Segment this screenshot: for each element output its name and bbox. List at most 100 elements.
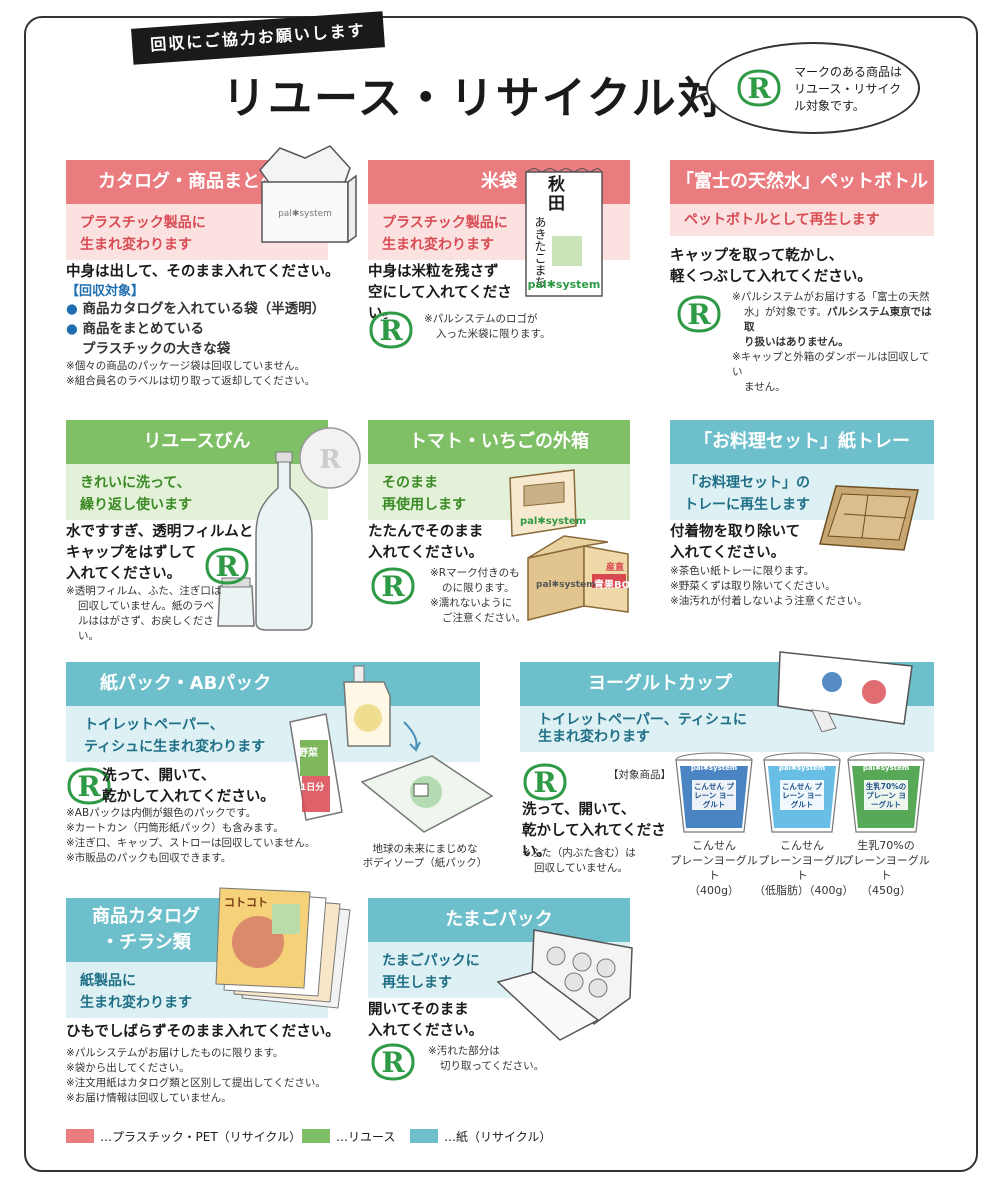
section-header-paper-pack: 紙パック・ABパック xyxy=(66,662,480,706)
instr-line: 乾かして入れてください。 xyxy=(522,823,666,860)
bullet-text: 商品カタログを入れている袋（半透明） xyxy=(82,301,326,317)
sub-line: たまごパックに xyxy=(382,953,480,969)
note-line: ※透明フィルム、ふた、注ぎ口は xyxy=(66,585,222,597)
product-name-line: プレーンヨーグルト xyxy=(670,854,758,882)
paper-pack-illustration xyxy=(286,662,496,838)
catalog-flyer-illustration xyxy=(214,884,354,1010)
target-block: 【回収対象】 ● 商品カタログを入れている袋（半透明） ● 商品をまとめている … xyxy=(66,284,366,389)
product-name-line: 生乳70%の xyxy=(857,839,915,852)
sub-line: 生まれ変わります xyxy=(538,729,650,745)
yogurt-product-name: こんせんプレーンヨーグルト（400g） xyxy=(666,838,762,898)
note-bold: り扱いはありません。 xyxy=(744,336,849,348)
product-name-line: （400g） xyxy=(689,884,739,897)
note-catalog-flyer: ※パルシステムがお届けしたものに限ります。 ※袋から出してください。 ※注文用紙… xyxy=(66,1046,366,1106)
r-mark-icon xyxy=(676,294,722,334)
instr-line: 軽くつぶして入れてください。 xyxy=(670,269,872,285)
paper-tray-illustration xyxy=(814,480,924,556)
egg-pack-illustration xyxy=(494,920,638,1044)
note-line: ※濡れないように xyxy=(430,597,513,609)
sub-line: きれいに洗って、 xyxy=(80,475,191,491)
r-mark-icon xyxy=(370,1042,416,1082)
note-line: ※組合員名のラベルは切り取って返却してください。 xyxy=(66,375,316,387)
sub-line: トイレットペーパー、 xyxy=(84,717,224,733)
sub-line: 再生します xyxy=(382,975,452,991)
yogurt-lid-illustration xyxy=(776,642,926,732)
note-line: ※パルシステムがお届けしたものに限ります。 xyxy=(66,1047,284,1059)
note-line: ※ABパックは内側が銀色のパックです。 xyxy=(66,807,257,819)
caption-line: ボディソープ（紙パック） xyxy=(362,857,488,869)
sub-line: 紙製品に xyxy=(80,973,136,989)
section-header-cooking-tray: 「お料理セット」紙トレー xyxy=(670,420,934,464)
yogurt-cup-brand: pal✱system xyxy=(690,764,738,772)
r-mark-icon xyxy=(736,68,782,108)
note-line: 水」が対象です。パルシステム東京では取 xyxy=(732,305,938,335)
instr-line: 開いてそのまま xyxy=(368,1002,469,1018)
note-line: ※茶色い紙トレーに限ります。 xyxy=(670,565,815,577)
sub-line: ティシュに生まれ変わります xyxy=(84,739,266,755)
instruction-cooking-tray: 付着物を取り除いて 入れてください。 xyxy=(670,522,830,564)
instr-line: 入れてください。 xyxy=(66,566,182,582)
note-reuse-bottle: ※透明フィルム、ふた、注ぎ口は 回収していません。紙のラベ ルははがさず、お戻し… xyxy=(66,584,226,644)
instr-line: 入れてください。 xyxy=(368,1023,484,1039)
rice-bag-variety: あきたこまち xyxy=(533,216,547,288)
product-name-line: こんせん xyxy=(780,839,824,852)
instr-line: 入れてください。 xyxy=(670,545,786,561)
sub-line: 生まれ変わります xyxy=(80,237,192,253)
instr-line: 入れてください。 xyxy=(368,545,484,561)
r-mark-icon xyxy=(370,566,416,606)
yogurt-cup-brand: pal✱system xyxy=(778,764,826,772)
bubble-text: マークのある商品はリユース・リサイクル対象です。 xyxy=(794,65,903,113)
instruction-egg-pack: 開いてそのまま 入れてください。 xyxy=(368,1000,528,1042)
instr-line: 中身は米粒を残さず xyxy=(368,264,499,280)
note-line: ルははがさず、お戻しください。 xyxy=(78,615,214,642)
instruction-reuse-bottle: 水ですすぎ、透明フィルムと キャップをはずして 入れてください。 xyxy=(66,522,276,585)
note-line: ※注文用紙はカタログ類と区別して提出してください。 xyxy=(66,1077,326,1089)
yogurt-cup-brand: pal✱system xyxy=(862,764,910,772)
instr-line: 洗って、開いて、 xyxy=(522,802,636,818)
box-logo: pal✱system xyxy=(520,516,587,527)
yogurt-product-name: こんせんプレーンヨーグルト（低脂肪）（400g） xyxy=(754,838,854,898)
note-line: 切り取ってください。 xyxy=(440,1060,545,1072)
caption-line: 地球の未来にまじめな xyxy=(372,843,478,855)
section-header-catalog-flyer: 商品カタログ ・チラシ類 xyxy=(66,898,226,962)
yogurt-cup-label: 生乳70%の プレーン ヨーグルト xyxy=(865,782,907,809)
instruction-tomato-box: たたんでそのまま 入れてください。 xyxy=(368,522,528,564)
product-name-line: （低脂肪）（400g） xyxy=(754,884,854,897)
yogurt-cup-label: こんせん プレーン ヨーグルト xyxy=(781,782,823,809)
note-line: のに限ります。 xyxy=(442,582,515,594)
catalog-cover-title: コトコト xyxy=(224,896,268,909)
note-line: ※油汚れが付着しないよう注意ください。 xyxy=(670,595,868,607)
tomato-box-illustration xyxy=(504,466,634,626)
sub-line: トレーに再生します xyxy=(684,497,810,513)
sub-line: そのまま xyxy=(382,475,438,491)
bullet-text-cont: プラスチックの大きな袋 xyxy=(82,341,231,357)
legend-swatch xyxy=(410,1129,438,1143)
note-line: ません。 xyxy=(744,381,786,393)
target-label: 【回収対象】 xyxy=(66,284,145,299)
rice-bag-logo: pal✱system xyxy=(527,278,601,291)
note-line: 回収していません。紙のラベ xyxy=(78,600,214,612)
note-line: ※注ぎ口、キャップ、ストローは回収していません。 xyxy=(66,837,316,849)
instruction-catalog-bag: 中身は出して、そのまま入れてください。 xyxy=(66,264,340,280)
svg-text:R: R xyxy=(319,445,341,475)
yogurt-cup-illustration xyxy=(846,752,926,836)
sub-line: 「お料理セット」の xyxy=(684,475,810,491)
catalog-bag-illustration: pal✱system xyxy=(250,140,360,250)
section-header-tomato-box: トマト・いちごの外箱 xyxy=(368,420,630,464)
section-sub-paper-pack: トイレットペーパー、 ティシュに生まれ変わります xyxy=(66,706,480,762)
note-line: ※Rマーク付きのも xyxy=(430,567,520,579)
note-line: ※汚れた部分は xyxy=(428,1045,500,1057)
instr-line: 乾かして入れてください。 xyxy=(102,789,275,805)
section-header-rice-bag: 米袋 xyxy=(368,160,630,204)
instr-line: キャップを取って乾かし、 xyxy=(670,248,844,264)
section-header-reuse-bottle: リユースびん xyxy=(66,420,328,464)
pack-label-2: 1日分 xyxy=(300,783,325,793)
note-tomato-box: ※Rマーク付きのも のに限ります。 ※濡れないように ご注意ください。 xyxy=(430,566,530,626)
note-line: ※野菜くずは取り除いてください。 xyxy=(670,580,836,592)
note-line: ※個々の商品のパッケージ袋は回収していません。 xyxy=(66,360,305,372)
rice-bag-brand: 秋田 xyxy=(548,175,565,214)
sub-line: 繰り返し使います xyxy=(80,497,192,513)
note-rice-bag: ※パルシステムのロゴが 入った米袋に限ります。 xyxy=(424,312,584,342)
note-egg-pack: ※汚れた部分は 切り取ってください。 xyxy=(428,1044,558,1074)
sub-line: プラスチック製品に xyxy=(80,215,206,231)
